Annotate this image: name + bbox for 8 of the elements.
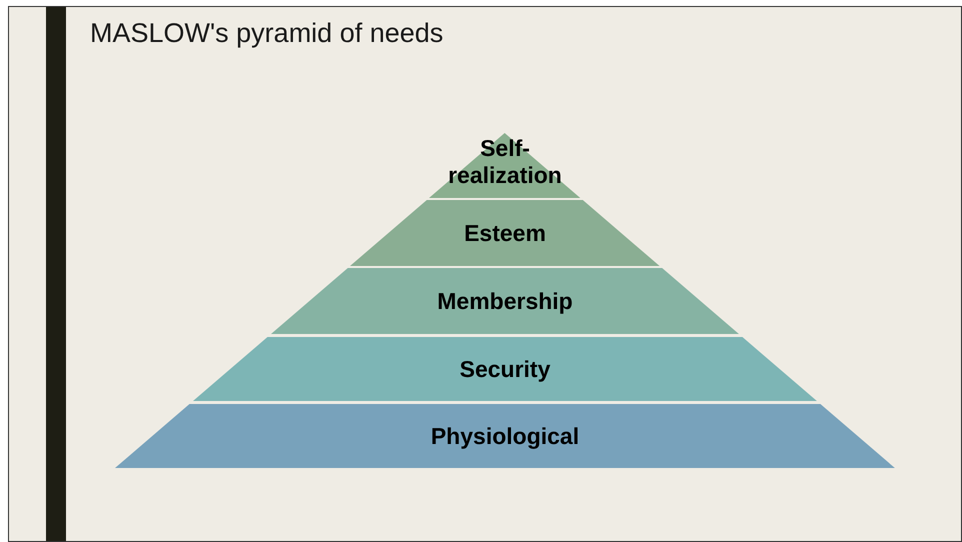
level-label: Esteem xyxy=(463,219,547,247)
level-label: Membership xyxy=(436,287,574,315)
pyramid-level xyxy=(193,337,817,401)
pyramid-level xyxy=(350,200,660,266)
level-label: Physiological xyxy=(430,422,580,450)
level-label: Security xyxy=(458,355,552,383)
pyramid-level xyxy=(271,268,739,334)
slide-title: MASLOW's pyramid of needs xyxy=(90,18,444,49)
